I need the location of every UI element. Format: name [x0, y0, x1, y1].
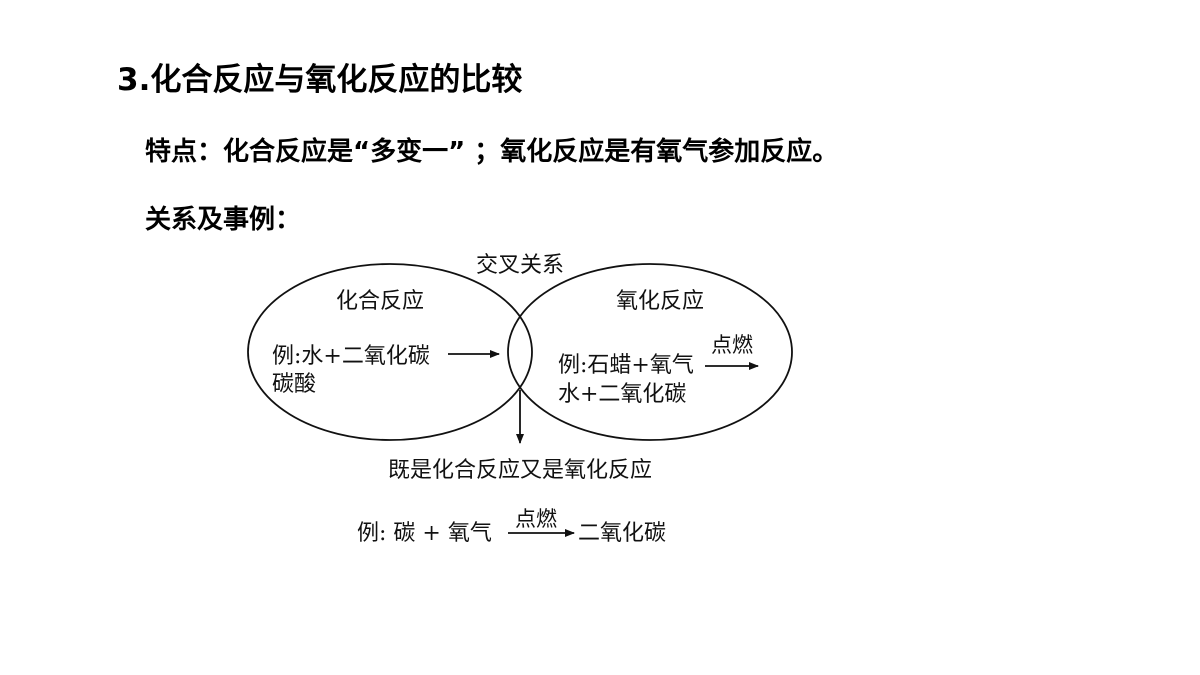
intersection-label: 交叉关系: [476, 253, 564, 278]
right-example-line1: 例:石蜡+氧气: [558, 353, 694, 378]
overlap-caption: 既是化合反应又是氧化反应: [388, 458, 652, 483]
bottom-example-reactants: 例: 碳 + 氧气: [357, 521, 492, 546]
right-circle-title: 氧化反应: [616, 289, 704, 314]
features-text: 特点：化合反应是“多变一” ；氧化反应是有氧气参加反应。: [145, 137, 839, 167]
left-example-line1: 例:水+二氧化碳: [272, 344, 430, 369]
slide-title: 3.化合反应与氧化反应的比较: [117, 62, 523, 98]
right-example-line2: 水+二氧化碳: [558, 382, 686, 407]
relation-heading: 关系及事例：: [145, 205, 302, 235]
bottom-example-product: 二氧化碳: [578, 521, 666, 546]
right-reaction-condition: 点燃: [711, 333, 753, 357]
bottom-reaction-condition: 点燃: [515, 507, 557, 531]
right-circle-oxidation: [507, 263, 793, 441]
left-example-line2: 碳酸: [272, 372, 316, 397]
left-circle-title: 化合反应: [336, 289, 424, 314]
left-circle-combination: [247, 263, 533, 441]
